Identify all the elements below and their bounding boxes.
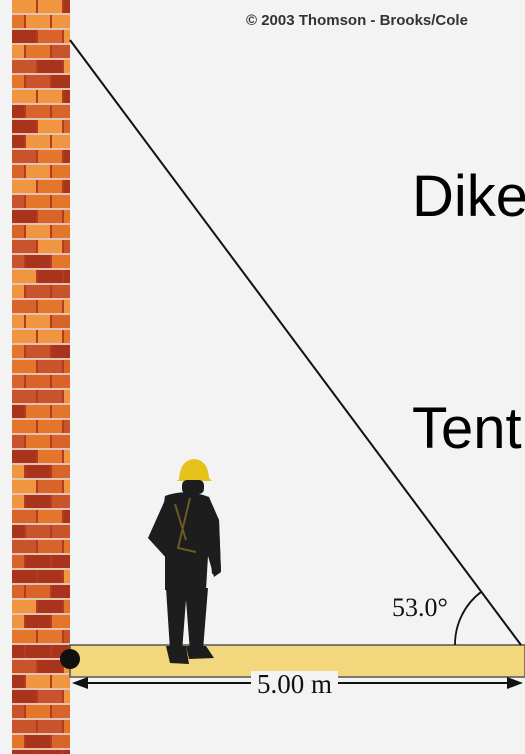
hinge-pivot [60, 649, 80, 669]
angle-label: 53.0° [392, 593, 448, 622]
support-cable [69, 39, 522, 646]
text-line-tent: Tent [412, 396, 522, 461]
copyright-notice: © 2003 Thomson - Brooks/Cole [246, 12, 468, 29]
worker-figure [148, 459, 221, 664]
brick-wall [12, 0, 70, 754]
hardhat-icon [176, 459, 212, 481]
angle-arc [454, 591, 482, 646]
distance-label: 5.00 m [251, 671, 339, 698]
text-line-dike: Dike [412, 164, 525, 229]
